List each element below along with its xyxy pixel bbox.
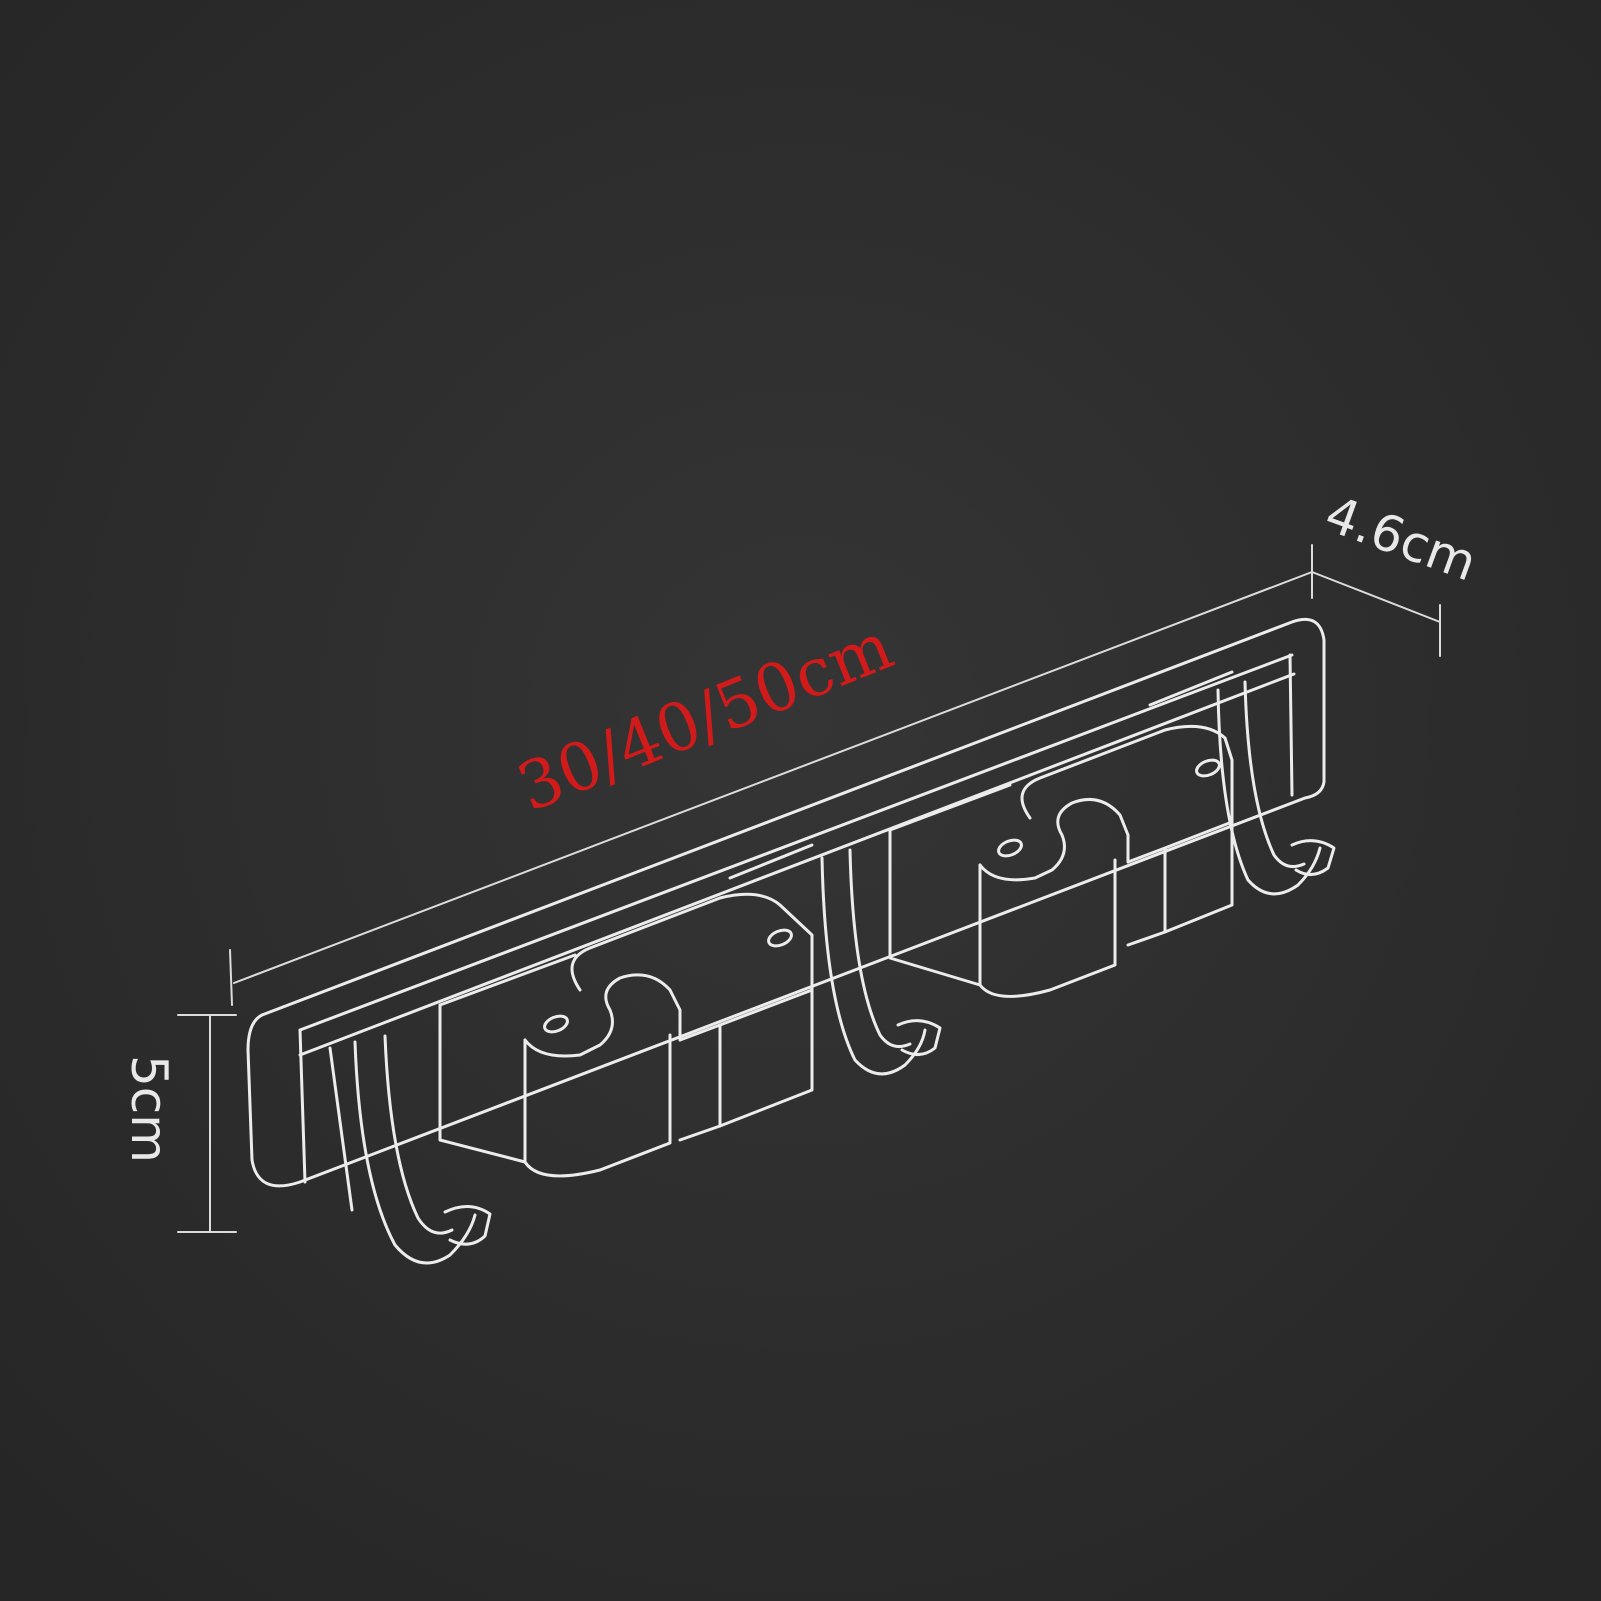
- hook-middle-curve: [820, 856, 927, 1076]
- clamp-right-upper: [1020, 724, 1234, 934]
- rail-right-face: [1288, 653, 1294, 797]
- rail-left-face: [298, 1028, 307, 1184]
- height-label: 5cm: [120, 1055, 178, 1163]
- clamp-right-hole-a: [997, 838, 1023, 858]
- clamp-left-jaw: [523, 973, 682, 1058]
- clamp-left-hole-b: [767, 928, 793, 948]
- clamp-right-front-block: [978, 858, 1117, 998]
- depth-dimension-line: [1311, 571, 1441, 623]
- clamp-left: [438, 843, 814, 1178]
- rail-top-inner-edge: [298, 672, 1296, 1057]
- clamp-right-top-rear: [1148, 670, 1234, 707]
- clamp-right-top-back: [888, 783, 1012, 832]
- clamp-right-edge: [1163, 820, 1234, 850]
- hook-left-curve: [353, 1040, 477, 1265]
- clamp-right: [888, 670, 1234, 998]
- clamp-left-top-rear: [728, 843, 814, 880]
- hook-right: [1216, 680, 1336, 896]
- hook-right-tip: [1290, 839, 1336, 876]
- clamp-left-front-block: [523, 1033, 672, 1178]
- rail-outline: [246, 617, 1326, 1188]
- clamp-left-top-back: [438, 953, 577, 1007]
- length-dimension-line: [233, 571, 1313, 984]
- hook-left: [353, 1034, 492, 1265]
- clamp-left-edge: [718, 988, 814, 1027]
- hook-middle-tip: [896, 1019, 942, 1056]
- clamp-left-upper: [570, 892, 814, 1128]
- clamp-right-jaw: [978, 798, 1130, 882]
- clamp-left-hole-a: [543, 1014, 569, 1034]
- clamp-right-side: [1126, 846, 1167, 947]
- hook-middle-inner-curve: [848, 848, 912, 1048]
- hook-right-inner-curve: [1243, 680, 1306, 868]
- clamp-left-back: [438, 1003, 527, 1164]
- rail-top-edge: [298, 653, 1294, 1032]
- clamp-right-back: [888, 828, 982, 987]
- clamp-left-side: [678, 1023, 722, 1142]
- hook-left-inner-curve: [383, 1034, 454, 1235]
- rail-inner-left: [328, 1046, 354, 1212]
- clamp-right-hole-b: [1195, 758, 1221, 778]
- hook-left-tip: [443, 1205, 492, 1246]
- hook-right-curve: [1216, 688, 1322, 896]
- dimension-lines: [177, 544, 1441, 1233]
- length-dimension-tick-left: [229, 949, 233, 1006]
- hook-middle: [820, 848, 942, 1076]
- rack-rail: [246, 617, 1326, 1212]
